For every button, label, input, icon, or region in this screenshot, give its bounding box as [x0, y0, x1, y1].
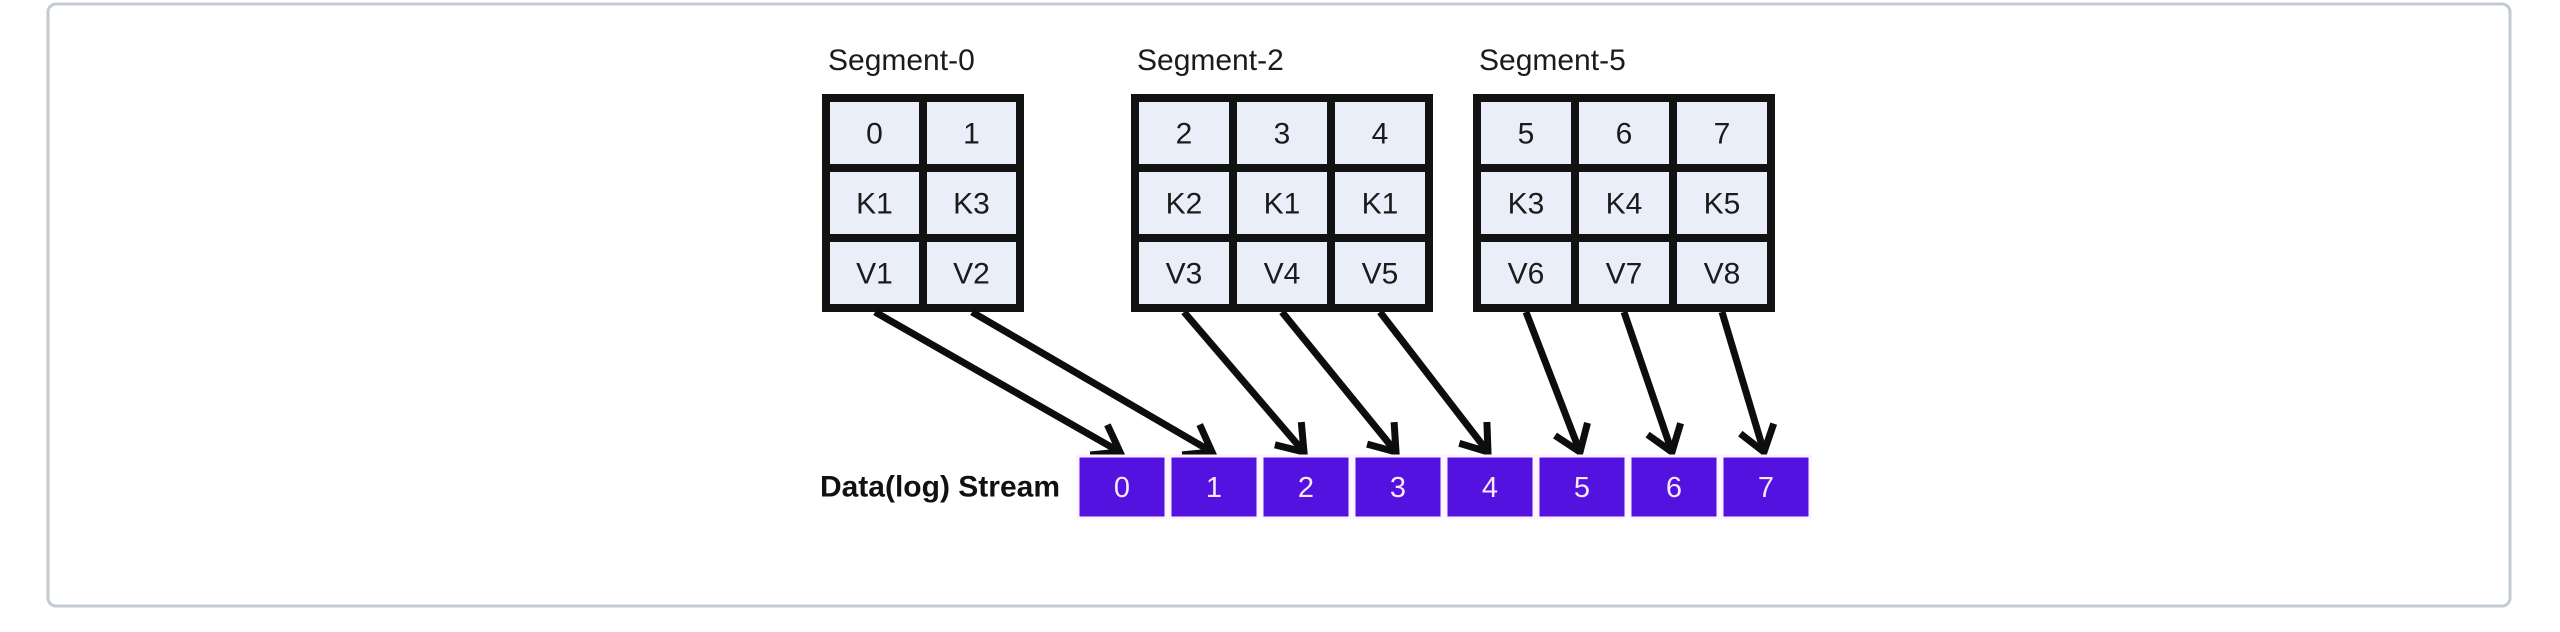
stream-box[interactable]: [1536, 454, 1628, 520]
data-log-stream-group: Data(log) Stream 0 1 2 3 4 5 6 7: [820, 454, 1812, 520]
segment-cell-label: 7: [1714, 118, 1731, 151]
arrow-shaft: [1522, 310, 1584, 454]
stream-box-label: 4: [1482, 472, 1498, 504]
arrow-head: [1553, 422, 1591, 458]
arrow-head: [1274, 421, 1308, 457]
arrow-seg2-v4-to-stream-3: [1279, 309, 1400, 457]
arrow-shaft: [1718, 310, 1768, 454]
arrow-head: [1738, 422, 1778, 458]
arrow-seg5-v7-to-stream-6: [1620, 310, 1684, 458]
segment-cell-value-row: [1131, 234, 1237, 312]
segment-cell-label: V7: [1606, 258, 1643, 291]
arrow-seg2-v5-to-stream-4: [1377, 309, 1492, 457]
arrow-shaft: [1181, 309, 1307, 455]
stream-box-label: 1: [1206, 472, 1222, 504]
stream-box[interactable]: [1260, 454, 1352, 520]
arrow-shaft: [1620, 310, 1676, 454]
arrow-shaft: [873, 308, 1122, 456]
arrow-seg0-v1-to-stream-0: [873, 308, 1126, 459]
segment-cell-label: K1: [1264, 188, 1301, 221]
arrow-shaft: [970, 308, 1214, 456]
data-log-stream-label: Data(log) Stream: [820, 471, 1060, 504]
segment-cell-label: K3: [1508, 188, 1545, 221]
segment-cell-label: V8: [1704, 258, 1741, 291]
stream-box[interactable]: [1168, 454, 1260, 520]
arrow-head: [1645, 422, 1684, 458]
segment-title: Segment-0: [828, 44, 975, 77]
segment-cell-label: 2: [1176, 118, 1193, 151]
arrow-head: [1366, 421, 1400, 457]
segment-cell-label: 5: [1518, 118, 1535, 151]
stream-box[interactable]: [1352, 454, 1444, 520]
stream-box-label: 6: [1666, 472, 1682, 504]
segment-title: Segment-5: [1479, 44, 1626, 77]
segment-cell-value-row: [822, 234, 927, 312]
segment-title: Segment-2: [1137, 44, 1284, 77]
segment-cell-label: K5: [1704, 188, 1741, 221]
stream-box[interactable]: [1444, 454, 1536, 520]
segment-cell-label: K1: [856, 188, 893, 221]
segment-cell-label: K3: [953, 188, 990, 221]
segment-cell-value-row: [919, 234, 1024, 312]
segment-cell-label: 6: [1616, 118, 1633, 151]
stream-box[interactable]: [1076, 454, 1168, 520]
segment-cell-label: K1: [1362, 188, 1399, 221]
segment-cell-label: V4: [1264, 258, 1301, 291]
segment-cell-offset-row: [1327, 94, 1433, 172]
stream-box-label: 0: [1114, 472, 1130, 504]
segment-cell-key-row: [1327, 164, 1433, 242]
stream-box-label: 7: [1758, 472, 1774, 504]
arrow-head: [1458, 421, 1492, 457]
arrow-seg5-v8-to-stream-7: [1718, 310, 1778, 458]
arrows-group: [873, 308, 1778, 459]
stream-box-label: 2: [1298, 472, 1314, 504]
segment-cell-label: V5: [1362, 258, 1399, 291]
segment-cell-value-row: [1669, 234, 1775, 312]
arrow-head: [1089, 423, 1126, 459]
segment-cell-value-row: [1571, 234, 1677, 312]
arrow-shaft: [1279, 309, 1399, 455]
segment-cell-label: 4: [1372, 118, 1389, 151]
segment-cell-label: V2: [953, 258, 990, 291]
arrow-seg2-v3-to-stream-2: [1181, 309, 1308, 457]
segment-cell-label: K4: [1606, 188, 1643, 221]
stream-box[interactable]: [1628, 454, 1720, 520]
stream-box-label: 5: [1574, 472, 1590, 504]
segment-cell-label: V6: [1508, 258, 1545, 291]
segment-cell-label: 0: [866, 118, 883, 151]
stream-box[interactable]: [1720, 454, 1812, 520]
segment-cell-label: V1: [856, 258, 893, 291]
arrow-head: [1181, 423, 1218, 459]
arrow-seg5-v6-to-stream-5: [1522, 310, 1591, 458]
arrow-seg0-v2-to-stream-1: [970, 308, 1218, 459]
arrow-shaft: [1377, 309, 1491, 455]
stream-box-label: 3: [1390, 472, 1406, 504]
segment-cell-label: K2: [1166, 188, 1203, 221]
segment-cell-label: V3: [1166, 258, 1203, 291]
segment-cell-label: 3: [1274, 118, 1291, 151]
segment-cell-label: 1: [963, 118, 980, 151]
segment-cell-value-row: [1327, 234, 1433, 312]
